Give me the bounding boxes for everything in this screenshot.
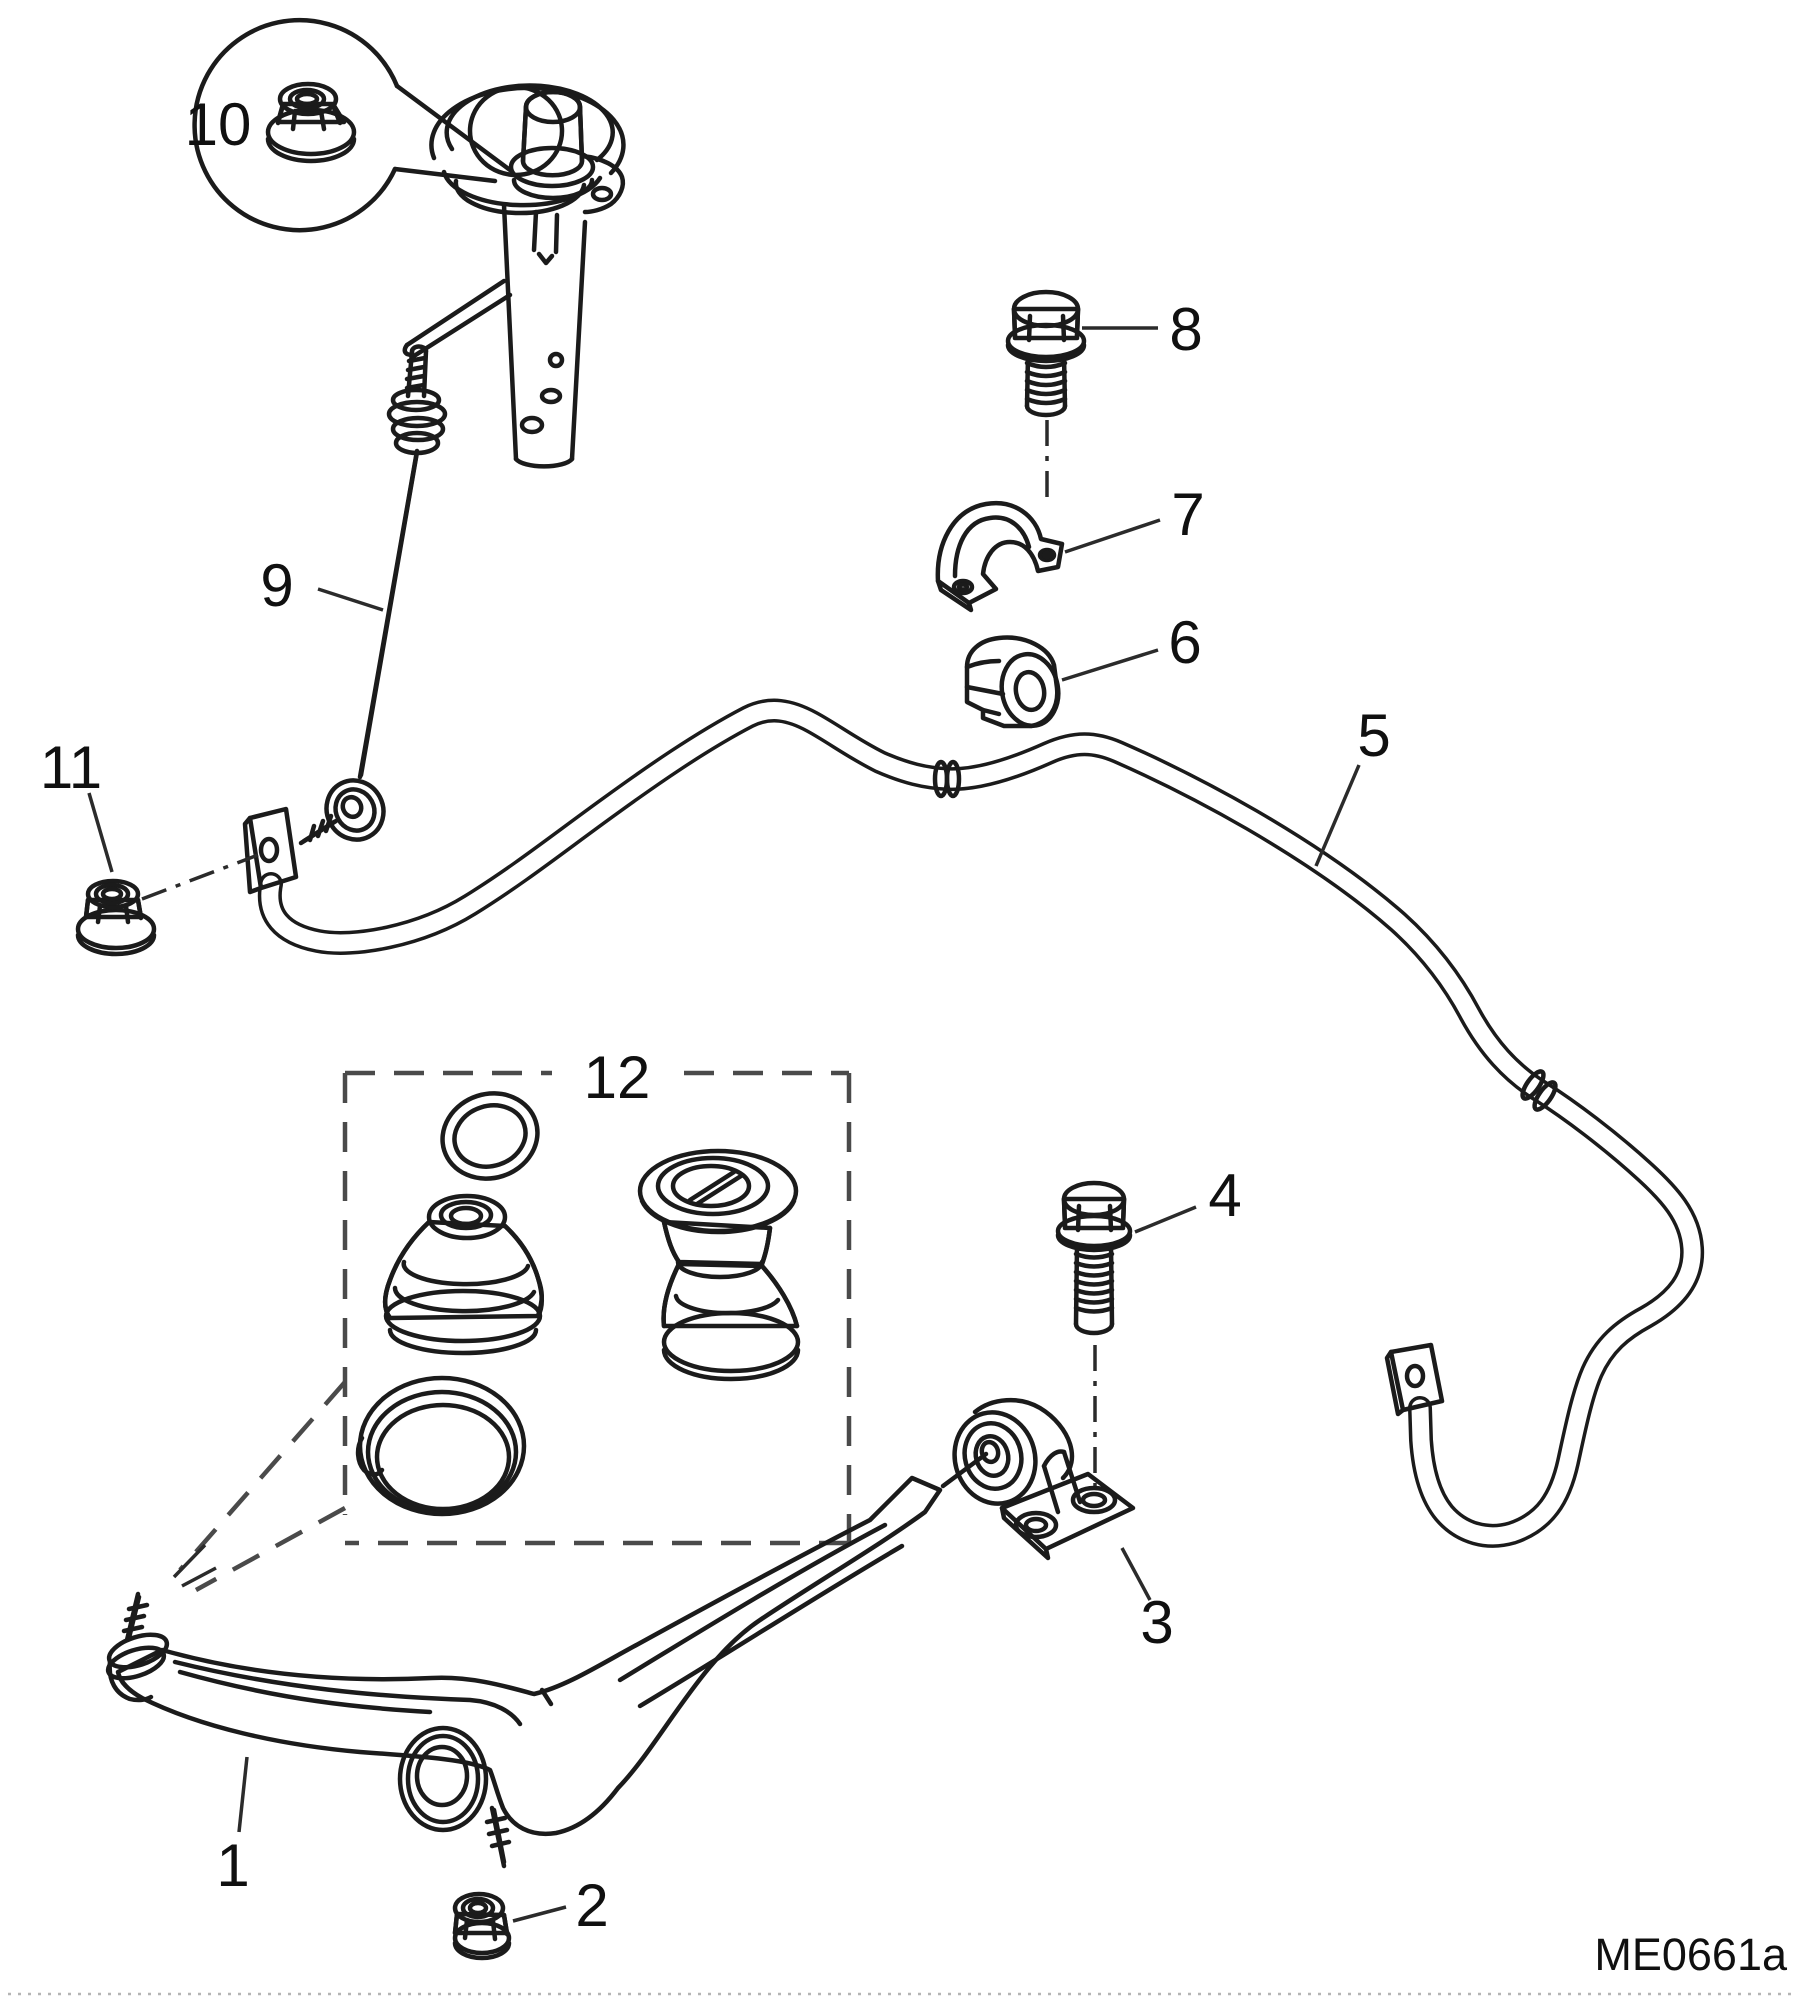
repair-kit-box — [172, 1070, 852, 1592]
part-label-9-stabilizer-link: 9 — [260, 552, 293, 619]
part-label-6-anti-roll-bar-bushing: 6 — [1168, 609, 1201, 676]
leader-line-ball-joint-nut — [512, 1905, 567, 1923]
kit-snap-ring-icon — [355, 1375, 527, 1517]
kit-ball-joint-boot-icon — [382, 1193, 544, 1356]
bushing-clamp-7-icon — [935, 500, 1065, 613]
lower-control-arm-icon — [105, 1475, 943, 1869]
figure-code: ME0661a — [1594, 1929, 1788, 1980]
stabilizer-link — [298, 344, 448, 846]
kit-leader-line-upper — [178, 1380, 347, 1572]
kit-arm-bushing-icon — [637, 1148, 801, 1382]
part-label-11-link-lower-flange-nut: 11 — [40, 734, 102, 801]
leader-line-lower-control-arm — [237, 1756, 249, 1833]
strut-assembly — [402, 83, 626, 469]
ball-joint-nut-2-icon — [452, 1891, 512, 1961]
leader-line-anti-roll-bar-bushing — [1061, 648, 1159, 682]
anti-roll-bar — [242, 698, 1705, 1548]
part-label-2-ball-joint-nut: 2 — [575, 1872, 608, 1939]
bar-collar-ring-right — [1520, 1069, 1558, 1112]
bar-end-tab-right — [1384, 1342, 1445, 1417]
flange-nut-10-icon — [265, 81, 357, 164]
arm-bushing-bracket-icon — [940, 1397, 1136, 1561]
part-label-4-bracket-bolt: 4 — [1208, 1162, 1241, 1229]
flange-nut-11-icon — [75, 878, 157, 957]
part-label-1-lower-control-arm: 1 — [216, 1832, 249, 1899]
clamp-bolt-8-icon — [1005, 289, 1087, 418]
part-label-7-bushing-clamp: 7 — [1171, 481, 1204, 548]
kit-leader-line-lower — [194, 1506, 347, 1592]
bracket-bolt-4-icon — [1055, 1180, 1133, 1336]
part-label-5-anti-roll-bar: 5 — [1357, 702, 1390, 769]
leader-line-link-lower-flange-nut — [87, 792, 114, 873]
part-label-3-arm-bushing-bracket: 3 — [1140, 1589, 1173, 1656]
leader-line-arm-bushing-bracket — [1120, 1547, 1152, 1601]
leader-line-bushing-clamp — [1064, 518, 1161, 554]
bar-bushing-6-icon — [964, 635, 1061, 729]
nut11-axis-line — [141, 853, 259, 901]
bar-collar-ring-left — [932, 759, 962, 799]
leader-line-stabilizer-link — [317, 587, 384, 612]
leader-line-bracket-bolt — [1134, 1205, 1197, 1234]
leader-line-anti-roll-bar — [1314, 764, 1361, 867]
part-label-12-ball-joint-repair-kit: 12 — [584, 1044, 651, 1111]
kit-o-ring-icon — [440, 1091, 540, 1181]
part-label-10-link-upper-flange-nut: 10 — [185, 91, 252, 158]
part-label-8-clamp-bolt: 8 — [1169, 296, 1202, 363]
